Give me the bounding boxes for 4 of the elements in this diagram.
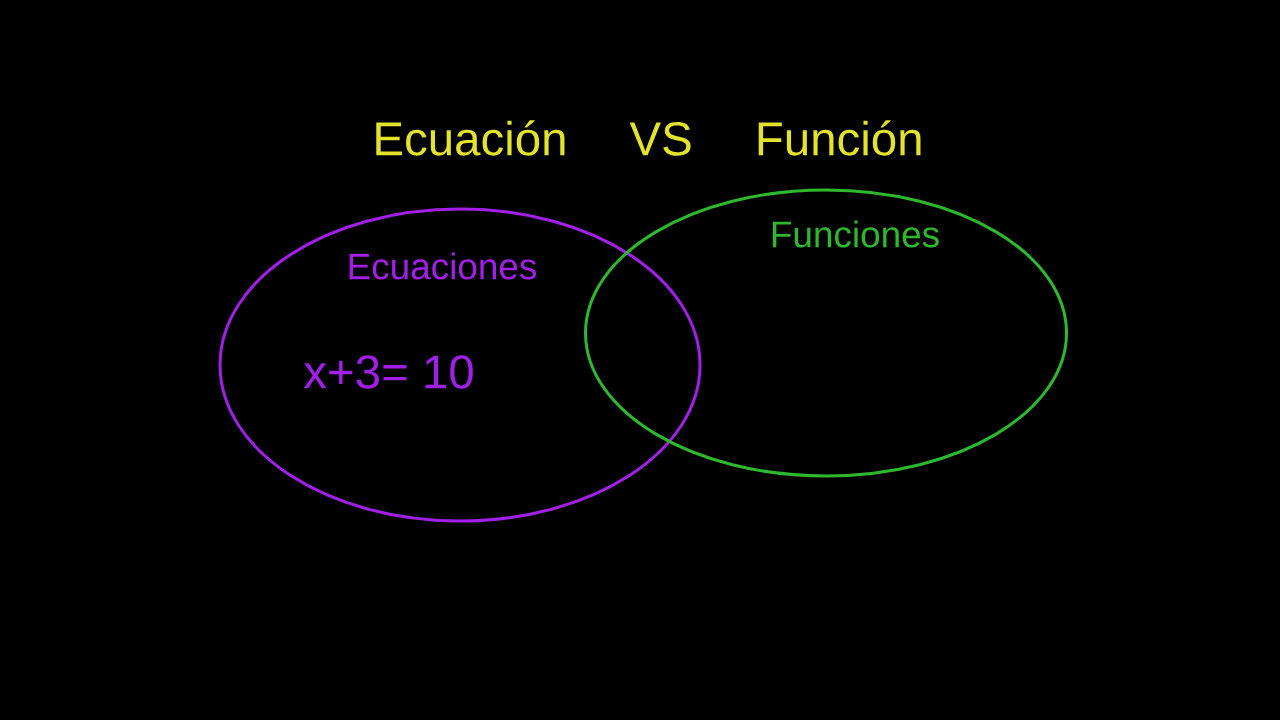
title: Ecuación VS Función: [376, 120, 921, 156]
equation-text: x+3= 10: [303, 355, 473, 389]
set-label: Ecuaciones: [349, 252, 536, 280]
set-label: Funciones: [772, 220, 939, 248]
